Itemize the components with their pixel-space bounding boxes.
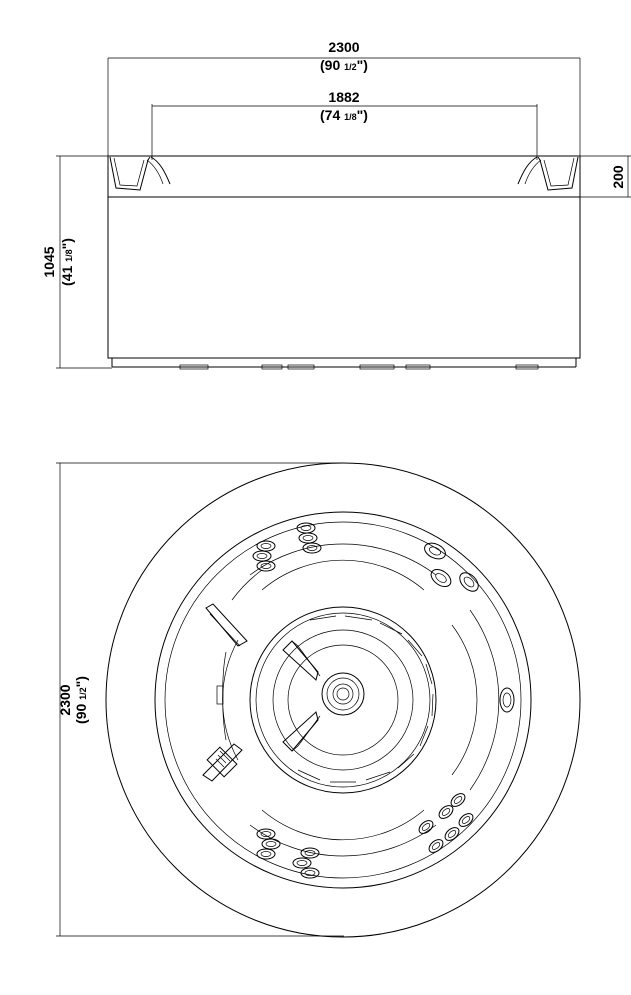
rim-profile-left <box>109 156 171 191</box>
footwell-step-circle <box>255 612 431 788</box>
outer-rim-circle <box>105 462 581 938</box>
jet-cluster-bottom-right <box>418 793 474 853</box>
jet-cluster-top-left <box>252 522 322 572</box>
diameter-mm: 2300 <box>57 684 73 715</box>
diameter-dimension: 2300 (90 1/2") <box>56 462 344 937</box>
shell-edge-circle <box>164 521 522 879</box>
inner-width-dimension: 1882 (74 1/8") <box>151 89 538 160</box>
overall-width-dimension: 2300 (90 1/2") <box>107 39 581 156</box>
top-plan-view: 2300 (90 1/2") <box>56 462 581 938</box>
diameter-inch: (90 1/2") <box>73 676 89 724</box>
inner-width-mm: 1882 <box>328 89 359 105</box>
base-plinth <box>111 358 577 370</box>
side-light <box>216 685 224 705</box>
side-elevation: 2300 (90 1/2") 1882 (74 1/8") <box>41 39 631 370</box>
tub-body-outline <box>107 155 581 359</box>
inner-width-inch: (74 1/8") <box>320 107 368 123</box>
rim-height-dimension: 200 <box>580 155 631 198</box>
footwell-inner-circle <box>287 644 399 756</box>
height-dimension: 1045 (41 1/8") <box>41 155 112 369</box>
control-panel <box>206 746 238 778</box>
height-inch: (41 1/8") <box>59 238 75 286</box>
jet-cluster-top-right <box>424 542 479 592</box>
footwell-floor-circle <box>272 629 414 771</box>
overall-width-inch: (90 1/2") <box>320 57 368 73</box>
footwell-chevron <box>282 640 321 752</box>
footwell-step-segments <box>297 615 434 783</box>
rim-height-mm: 200 <box>610 165 626 189</box>
height-mm: 1045 <box>41 246 57 277</box>
jet-right <box>499 687 515 713</box>
jet-cluster-bottom-left <box>256 828 320 879</box>
seat-contours <box>222 543 500 857</box>
central-drain <box>321 672 365 716</box>
inner-rim-circle <box>154 511 532 889</box>
footwell-outer-circle <box>249 606 437 794</box>
rim-profile-right <box>517 156 579 191</box>
overall-width-mm: 2300 <box>328 39 359 55</box>
left-bench-armrests <box>202 603 248 782</box>
